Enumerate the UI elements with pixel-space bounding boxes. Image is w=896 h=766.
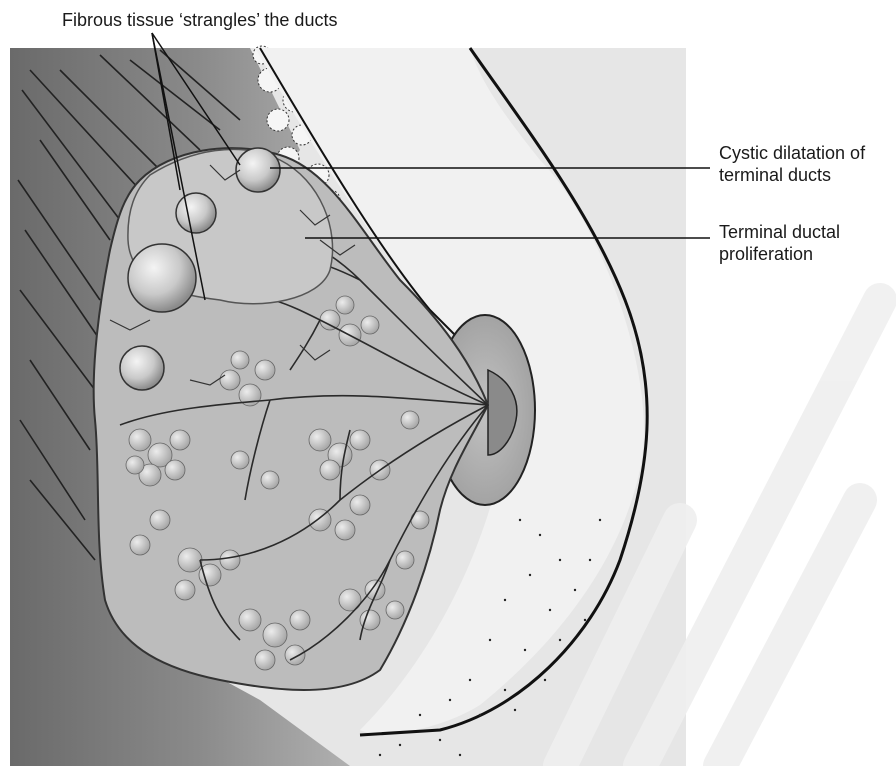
cyst-middle (176, 193, 216, 233)
cyst-top (236, 148, 280, 192)
cyst-lower (120, 346, 164, 390)
cyst-large (128, 244, 196, 312)
label-fibrous-tissue: Fibrous tissue ‘strangles’ the ducts (62, 9, 337, 31)
label-fibrous-text: Fibrous tissue ‘strangles’ the ducts (62, 9, 337, 31)
label-cystic-dilatation: Cystic dilatation of terminal ducts (719, 142, 865, 186)
label-terminal-ductal-proliferation: Terminal ductal proliferation (719, 221, 840, 265)
label-terminal-line1: Terminal ductal (719, 221, 840, 243)
label-cystic-line2: terminal ducts (719, 164, 865, 186)
label-cystic-line1: Cystic dilatation of (719, 142, 865, 164)
label-terminal-line2: proliferation (719, 243, 840, 265)
